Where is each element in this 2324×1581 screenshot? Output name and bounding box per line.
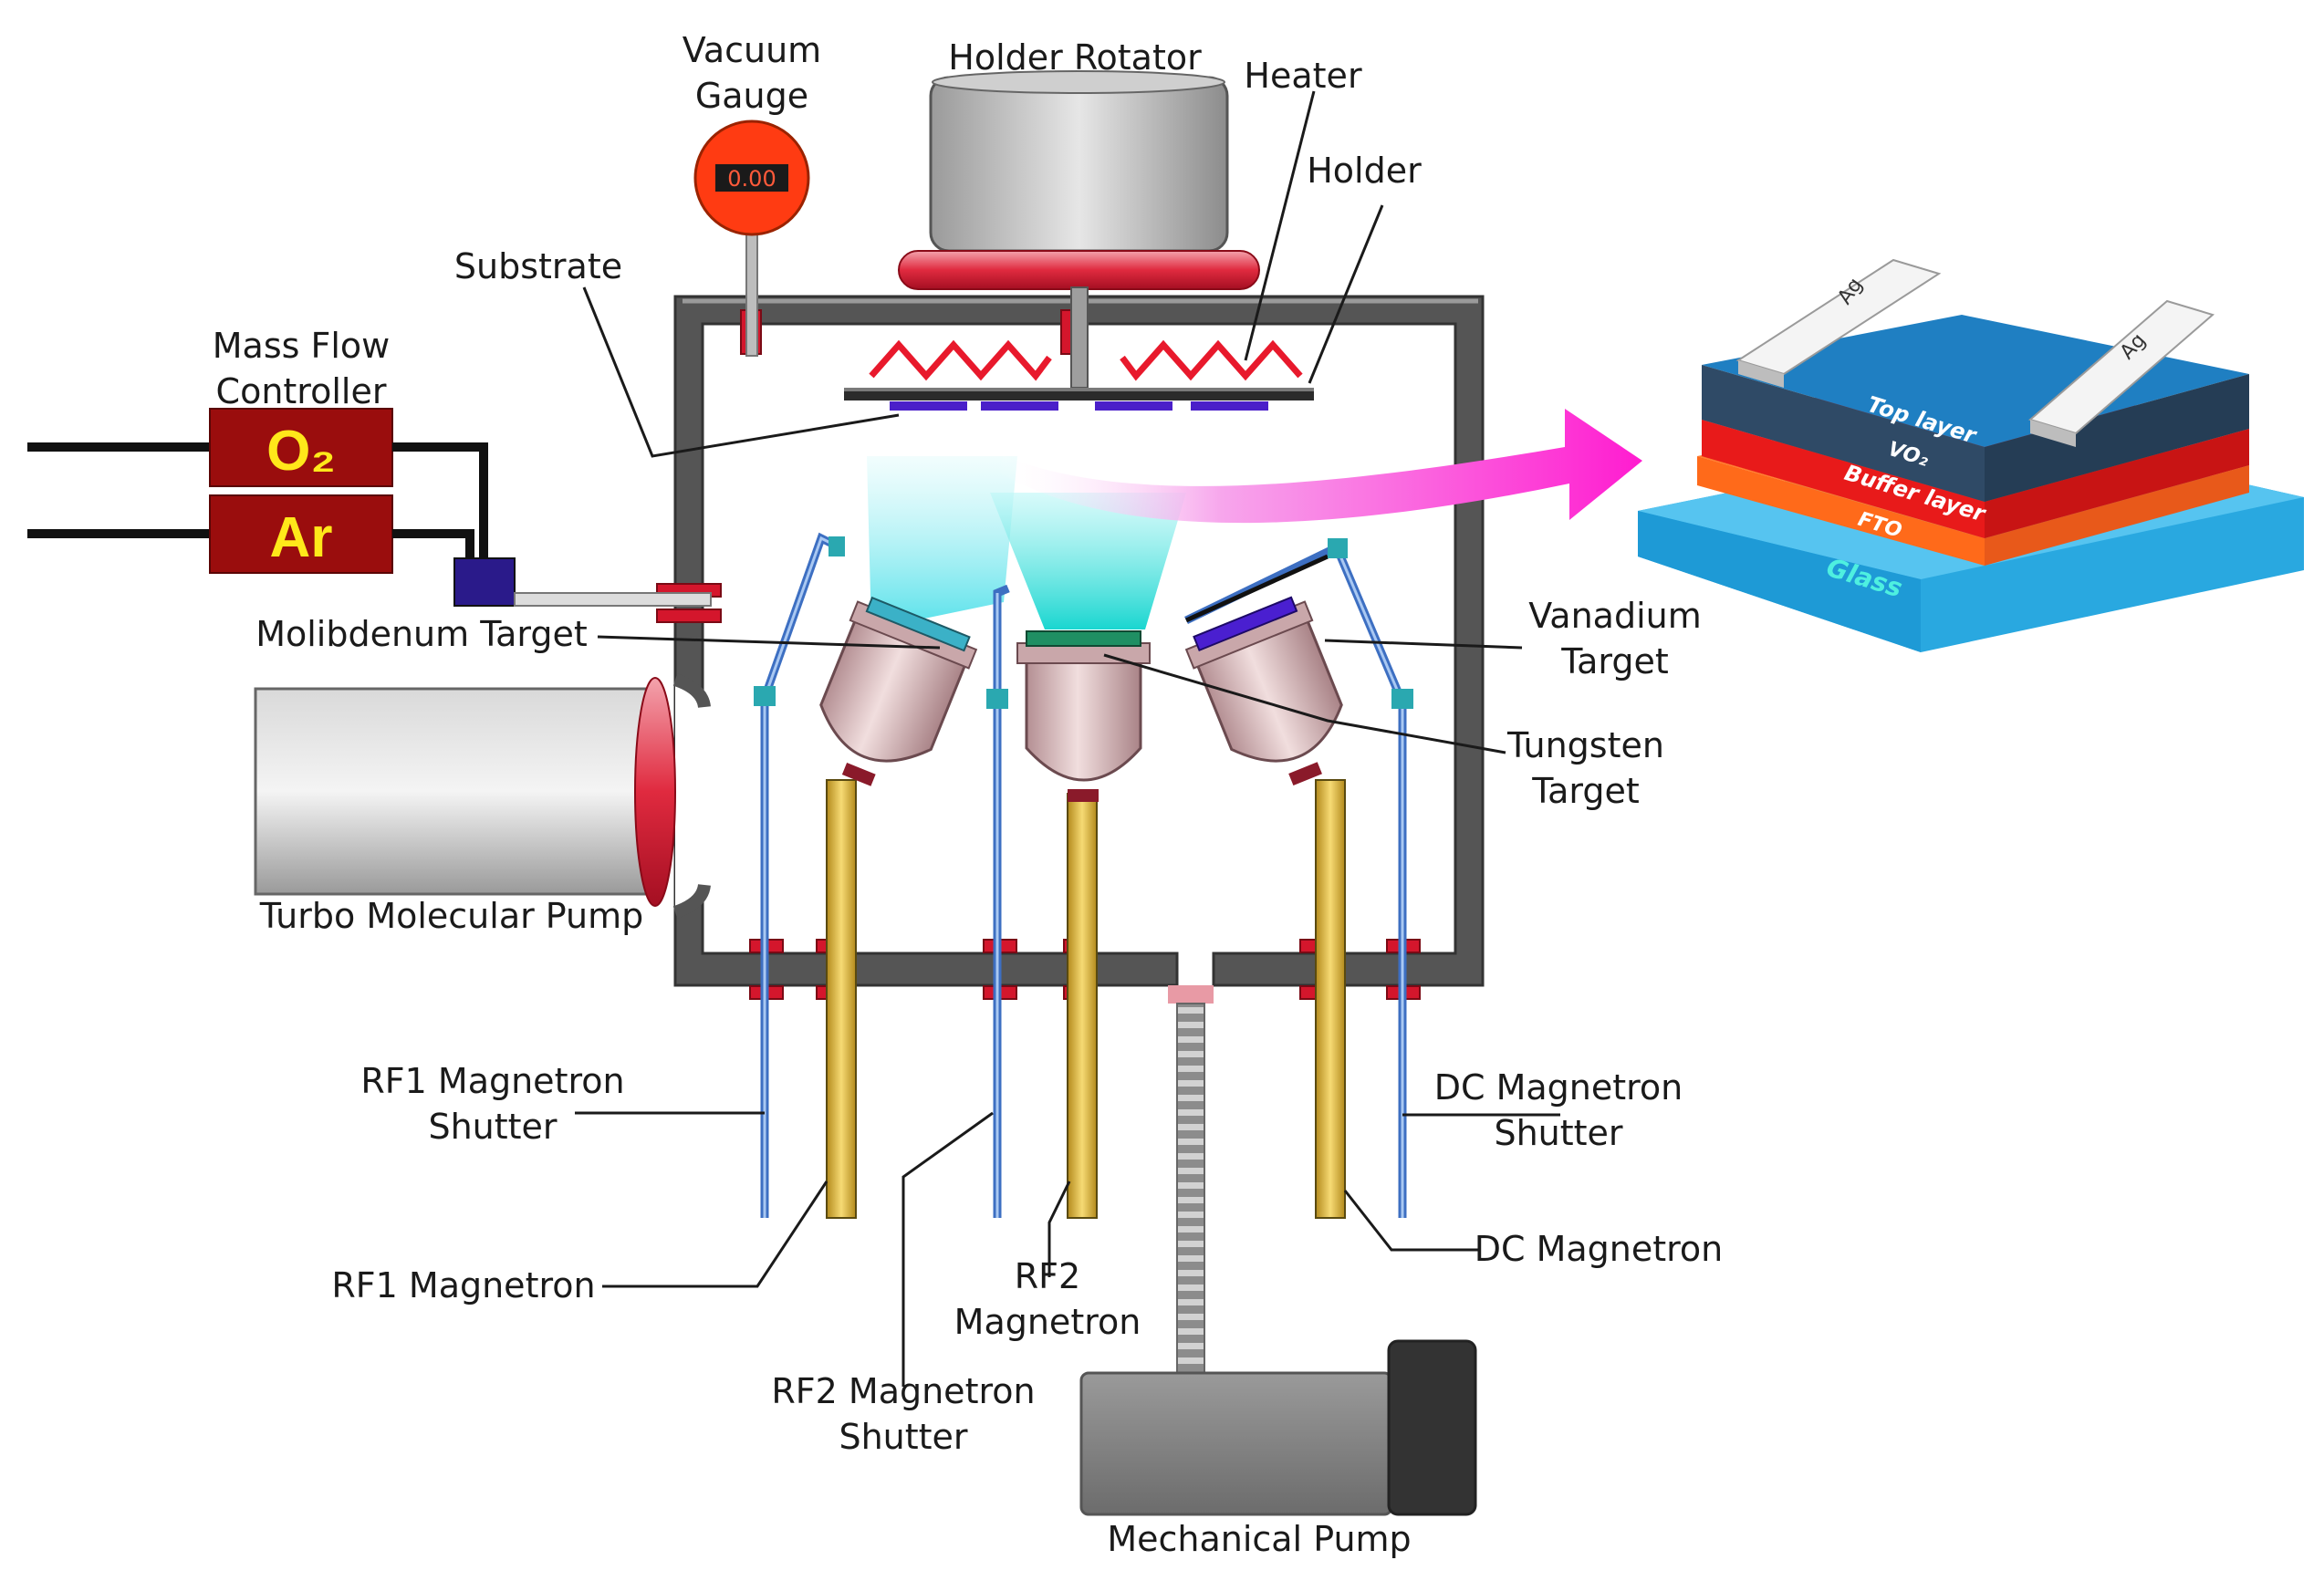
label-heater: Heater xyxy=(1244,56,1362,96)
label-vacuum-gauge-2: Gauge xyxy=(695,76,808,116)
holder-rotator xyxy=(898,70,1260,389)
dc-magnetron-shutter xyxy=(1184,538,1413,1218)
rf2-magnetron-shutter xyxy=(986,584,1010,1218)
label-holder: Holder xyxy=(1307,151,1422,191)
label-vanadium-target-2: Target xyxy=(1560,641,1669,681)
o2-flow-box xyxy=(209,408,393,487)
label-substrate: Substrate xyxy=(454,246,622,286)
mechanical-pump xyxy=(1079,985,1477,1516)
vacuum-gauge: 0.00 xyxy=(693,120,810,357)
heater xyxy=(869,339,1303,381)
leader-lines xyxy=(575,90,1560,1387)
label-turbo-pump: Turbo Molecular Pump xyxy=(259,896,644,936)
label-tungsten-target-1: Tungsten xyxy=(1506,725,1664,765)
transfer-arrow xyxy=(995,409,1642,524)
dc-magnetron xyxy=(1184,596,1346,1219)
ar-flow-box xyxy=(209,494,393,574)
label-rf1-shutter-1: RF1 Magnetron xyxy=(360,1061,624,1101)
rf2-magnetron xyxy=(1016,630,1151,1219)
label-rf2-magnetron-1: RF2 xyxy=(1015,1256,1080,1296)
label-molibdenum-target: Molibdenum Target xyxy=(255,614,588,654)
label-mass-flow-2: Controller xyxy=(216,371,387,411)
mass-flow-controller: O₂ Ar xyxy=(27,408,712,607)
gas-mixing-valve xyxy=(453,557,516,607)
device-stack: Ag Ag Top layer VO₂ Buffer layer FTO Gla… xyxy=(1638,258,2304,652)
label-dc-magnetron: DC Magnetron xyxy=(1475,1229,1724,1269)
ar-label: Ar xyxy=(270,506,333,569)
substrates xyxy=(890,401,1268,411)
rf1-magnetron xyxy=(819,596,978,1219)
label-rf1-shutter-2: Shutter xyxy=(428,1107,557,1147)
label-rf2-shutter-1: RF2 Magnetron xyxy=(771,1371,1035,1411)
plasma-plumes xyxy=(867,456,1186,629)
turbo-molecular-pump xyxy=(254,677,676,907)
label-rf1-magnetron: RF1 Magnetron xyxy=(331,1265,595,1305)
label-vacuum-gauge-1: Vacuum xyxy=(683,30,821,70)
label-dc-shutter-2: Shutter xyxy=(1494,1113,1622,1153)
label-vanadium-target-1: Vanadium xyxy=(1528,596,1701,636)
label-tungsten-target-2: Target xyxy=(1531,771,1640,811)
vanadium-target xyxy=(1193,596,1298,652)
gauge-readout: 0.00 xyxy=(727,166,776,192)
ag-contact-right xyxy=(2027,299,2215,447)
label-dc-shutter-1: DC Magnetron xyxy=(1434,1067,1683,1108)
rf1-magnetron-shutter xyxy=(754,532,845,1218)
label-holder-rotator: Holder Rotator xyxy=(948,37,1202,78)
label-rf2-shutter-2: Shutter xyxy=(839,1417,967,1457)
o2-label: O₂ xyxy=(266,420,336,483)
tungsten-target xyxy=(1026,630,1141,647)
substrate-holder xyxy=(844,388,1314,400)
label-rf2-magnetron-2: Magnetron xyxy=(954,1302,1141,1342)
label-mechanical-pump: Mechanical Pump xyxy=(1107,1519,1411,1559)
ag-contact-left xyxy=(1735,258,1942,388)
molibdenum-target xyxy=(865,596,971,652)
label-mass-flow-1: Mass Flow xyxy=(213,326,391,366)
vacuum-chamber xyxy=(672,295,1485,987)
labels: Vacuum Gauge Holder Rotator Heater Holde… xyxy=(213,30,1724,1559)
